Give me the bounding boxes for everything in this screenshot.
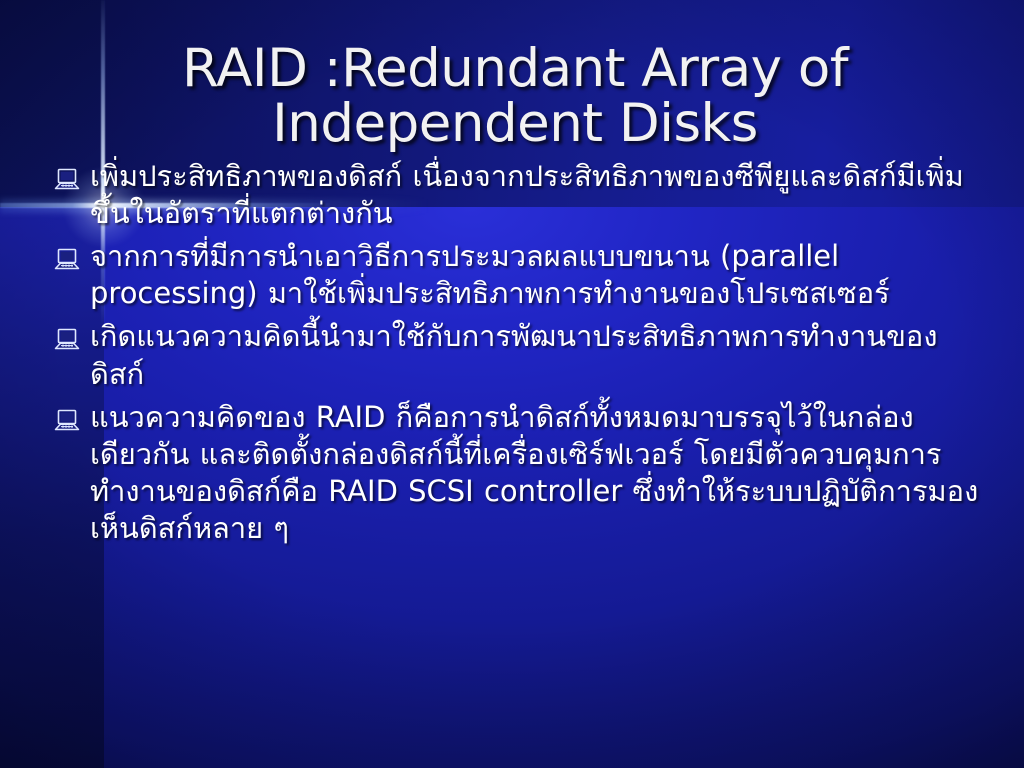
list-item-text: เกิดแนวความคิดนี้นำมาใช้กับการพัฒนาประสิ… bbox=[90, 319, 938, 391]
slide-title: RAID :Redundant Array of Independent Dis… bbox=[182, 38, 848, 154]
list-item: แนวความคิดของ RAID ก็คือการนำดิสก์ทั้งหม… bbox=[52, 399, 982, 547]
list-item-text: เพิ่มประสิทธิภาพของดิสก์ เนื่องจากประสิท… bbox=[90, 159, 964, 231]
list-item-text: จากการที่มีการนำเอาวิธีการประมวลผลแบบขนา… bbox=[90, 239, 890, 311]
list-item: เกิดแนวความคิดนี้นำมาใช้กับการพัฒนาประสิ… bbox=[52, 318, 982, 392]
crosshair-vertical-line bbox=[101, 0, 105, 207]
list-item-text: แนวความคิดของ RAID ก็คือการนำดิสก์ทั้งหม… bbox=[90, 399, 979, 545]
list-item: จากการที่มีการนำเอาวิธีการประมวลผลแบบขนา… bbox=[52, 238, 982, 312]
crosshair-horizontal-line bbox=[0, 203, 330, 208]
laptop-computer-icon bbox=[52, 326, 82, 354]
laptop-computer-icon bbox=[52, 246, 82, 274]
slide-body-content: เพิ่มประสิทธิภาพของดิสก์ เนื่องจากประสิท… bbox=[52, 158, 982, 553]
laptop-computer-icon bbox=[52, 166, 82, 194]
laptop-computer-icon bbox=[52, 407, 82, 435]
crosshair-vertical-line-lower bbox=[101, 207, 105, 327]
list-item: เพิ่มประสิทธิภาพของดิสก์ เนื่องจากประสิท… bbox=[52, 158, 982, 232]
